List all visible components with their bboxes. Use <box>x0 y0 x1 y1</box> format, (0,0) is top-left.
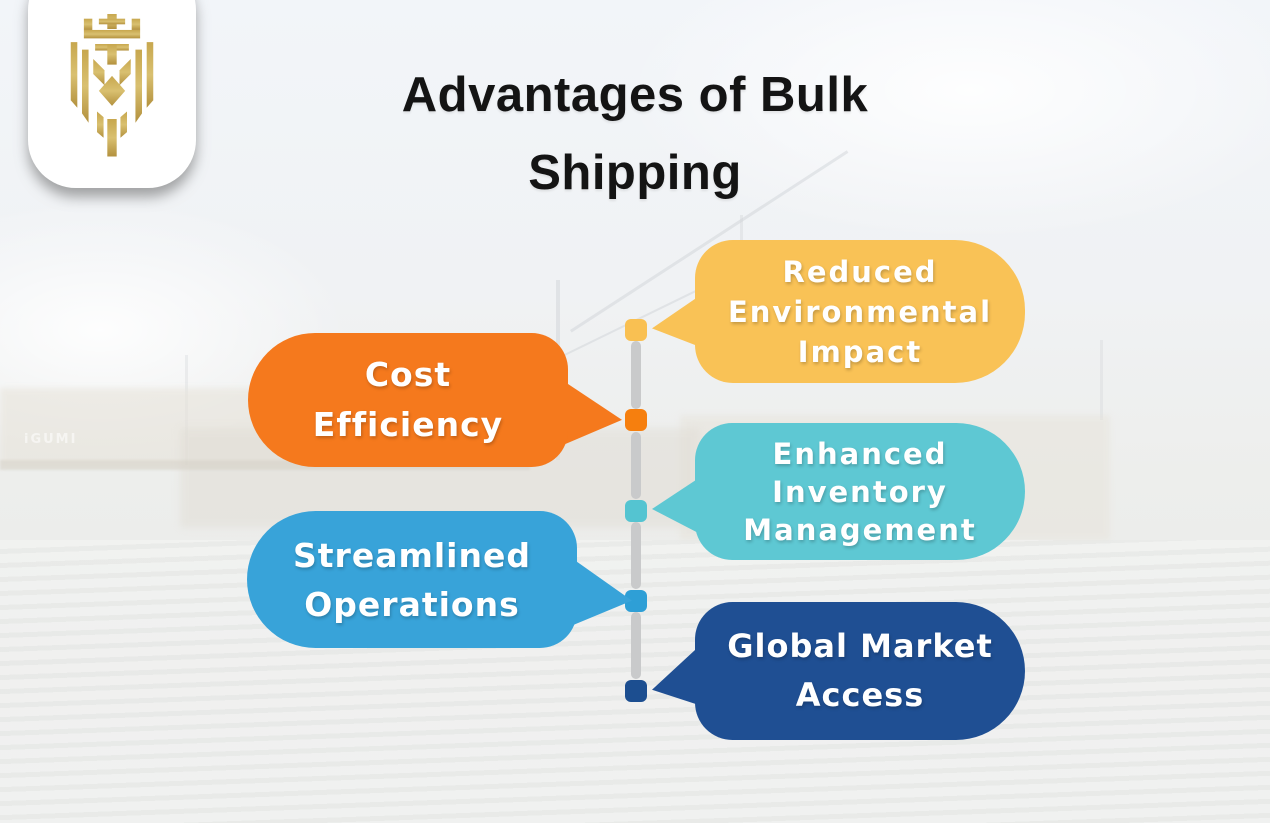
bubble-label-line: Efficiency <box>312 405 504 444</box>
bubble-label-line: Impact <box>797 334 923 369</box>
page-title-line1: Advantages of Bulk <box>401 68 869 122</box>
bubble-label-line: Inventory <box>772 474 948 509</box>
timeline-node-streamlined-operations <box>625 590 647 612</box>
bubble-label-line: Streamlined <box>293 535 531 575</box>
page-title-line2: Shipping <box>528 146 742 200</box>
bubble-enhanced-inventory-management: Enhanced Inventory Management <box>695 423 1025 560</box>
bg-light-pole <box>185 355 188 465</box>
bubble-global-market-access: Global Market Access <box>695 602 1025 740</box>
bubble-label-line: Cost <box>364 355 452 394</box>
lion-crest-icon <box>70 14 154 157</box>
bubble-label-line: Enhanced <box>772 436 948 471</box>
bubble-reduced-environmental-impact: Reduced Environmental Impact <box>695 240 1025 383</box>
timeline-node-enhanced-inventory-management <box>625 500 647 522</box>
timeline-segment <box>631 612 641 679</box>
page-title: Advantages of Bulk Shipping <box>0 56 1270 212</box>
bubble-streamlined-operations: Streamlined Operations <box>247 511 577 648</box>
timeline-node-reduced-environmental-impact <box>625 319 647 341</box>
brand-logo-card <box>28 0 196 188</box>
timeline-segment <box>631 522 641 589</box>
bubble-label-line: Access <box>795 676 925 714</box>
bg-crane-mast <box>1100 340 1103 420</box>
bubble-cost-efficiency: Cost Efficiency <box>248 333 568 467</box>
timeline-node-global-market-access <box>625 680 647 702</box>
bubble-label-line: Global Market <box>727 627 993 665</box>
timeline-segment <box>631 432 641 499</box>
bubble-label-line: Operations <box>304 584 520 624</box>
timeline-node-cost-efficiency <box>625 409 647 431</box>
bubble-label-line: Environmental <box>727 294 993 329</box>
timeline-segment <box>631 341 641 409</box>
bubble-label-line: Management <box>743 512 977 547</box>
bubble-label-line: Reduced <box>782 254 938 289</box>
bg-building-text: iGUMI <box>24 432 78 447</box>
